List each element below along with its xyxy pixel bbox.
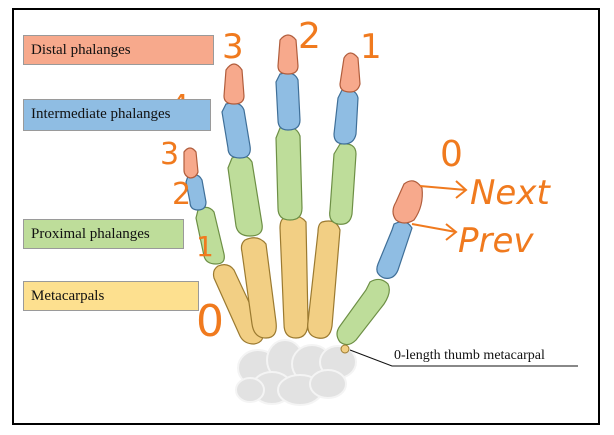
legend-proximal-label: Proximal phalanges <box>31 226 150 242</box>
legend-proximal-phalanges: Proximal phalanges <box>23 219 184 249</box>
thumb-metacarpal-dot <box>340 344 350 354</box>
handwritten-thumb-number: 0 <box>440 134 463 175</box>
carpal-bones <box>235 339 357 406</box>
handwritten-pinky-proximal-number: 1 <box>196 230 214 263</box>
handwritten-pinky-intermediate-number: 2 <box>172 177 191 212</box>
proximal-phalanx-bones <box>195 126 390 346</box>
legend-metacarpals: Metacarpals <box>23 281 199 311</box>
intermediate-phalanx-bones <box>185 72 413 279</box>
legend-distal-label: Distal phalanges <box>31 42 131 58</box>
handwritten-pinky-metacarpal-number: 0 <box>196 296 224 347</box>
handwritten-index-number: 1 <box>360 27 382 67</box>
thumb-metacarpal-callout: 0-length thumb metacarpal <box>394 348 545 363</box>
legend-intermediate-phalanges: Intermediate phalanges <box>23 99 211 131</box>
handwritten-prev-label: Prev <box>458 221 534 261</box>
annotation-arrows <box>411 180 468 241</box>
callout-leader-line <box>349 349 578 367</box>
handwritten-pinky-top-number: 3 <box>160 137 179 172</box>
distal-phalanx-bones <box>183 34 423 224</box>
handwritten-next-label: Next <box>470 173 551 213</box>
legend-metacarpals-label: Metacarpals <box>31 288 105 304</box>
legend-intermediate-label: Intermediate phalanges <box>31 106 171 122</box>
legend-distal-phalanges: Distal phalanges <box>23 35 214 65</box>
metacarpal-bones <box>212 215 341 345</box>
handwritten-middle-number: 2 <box>298 16 321 57</box>
handwritten-ring-number: 3 <box>222 27 244 67</box>
